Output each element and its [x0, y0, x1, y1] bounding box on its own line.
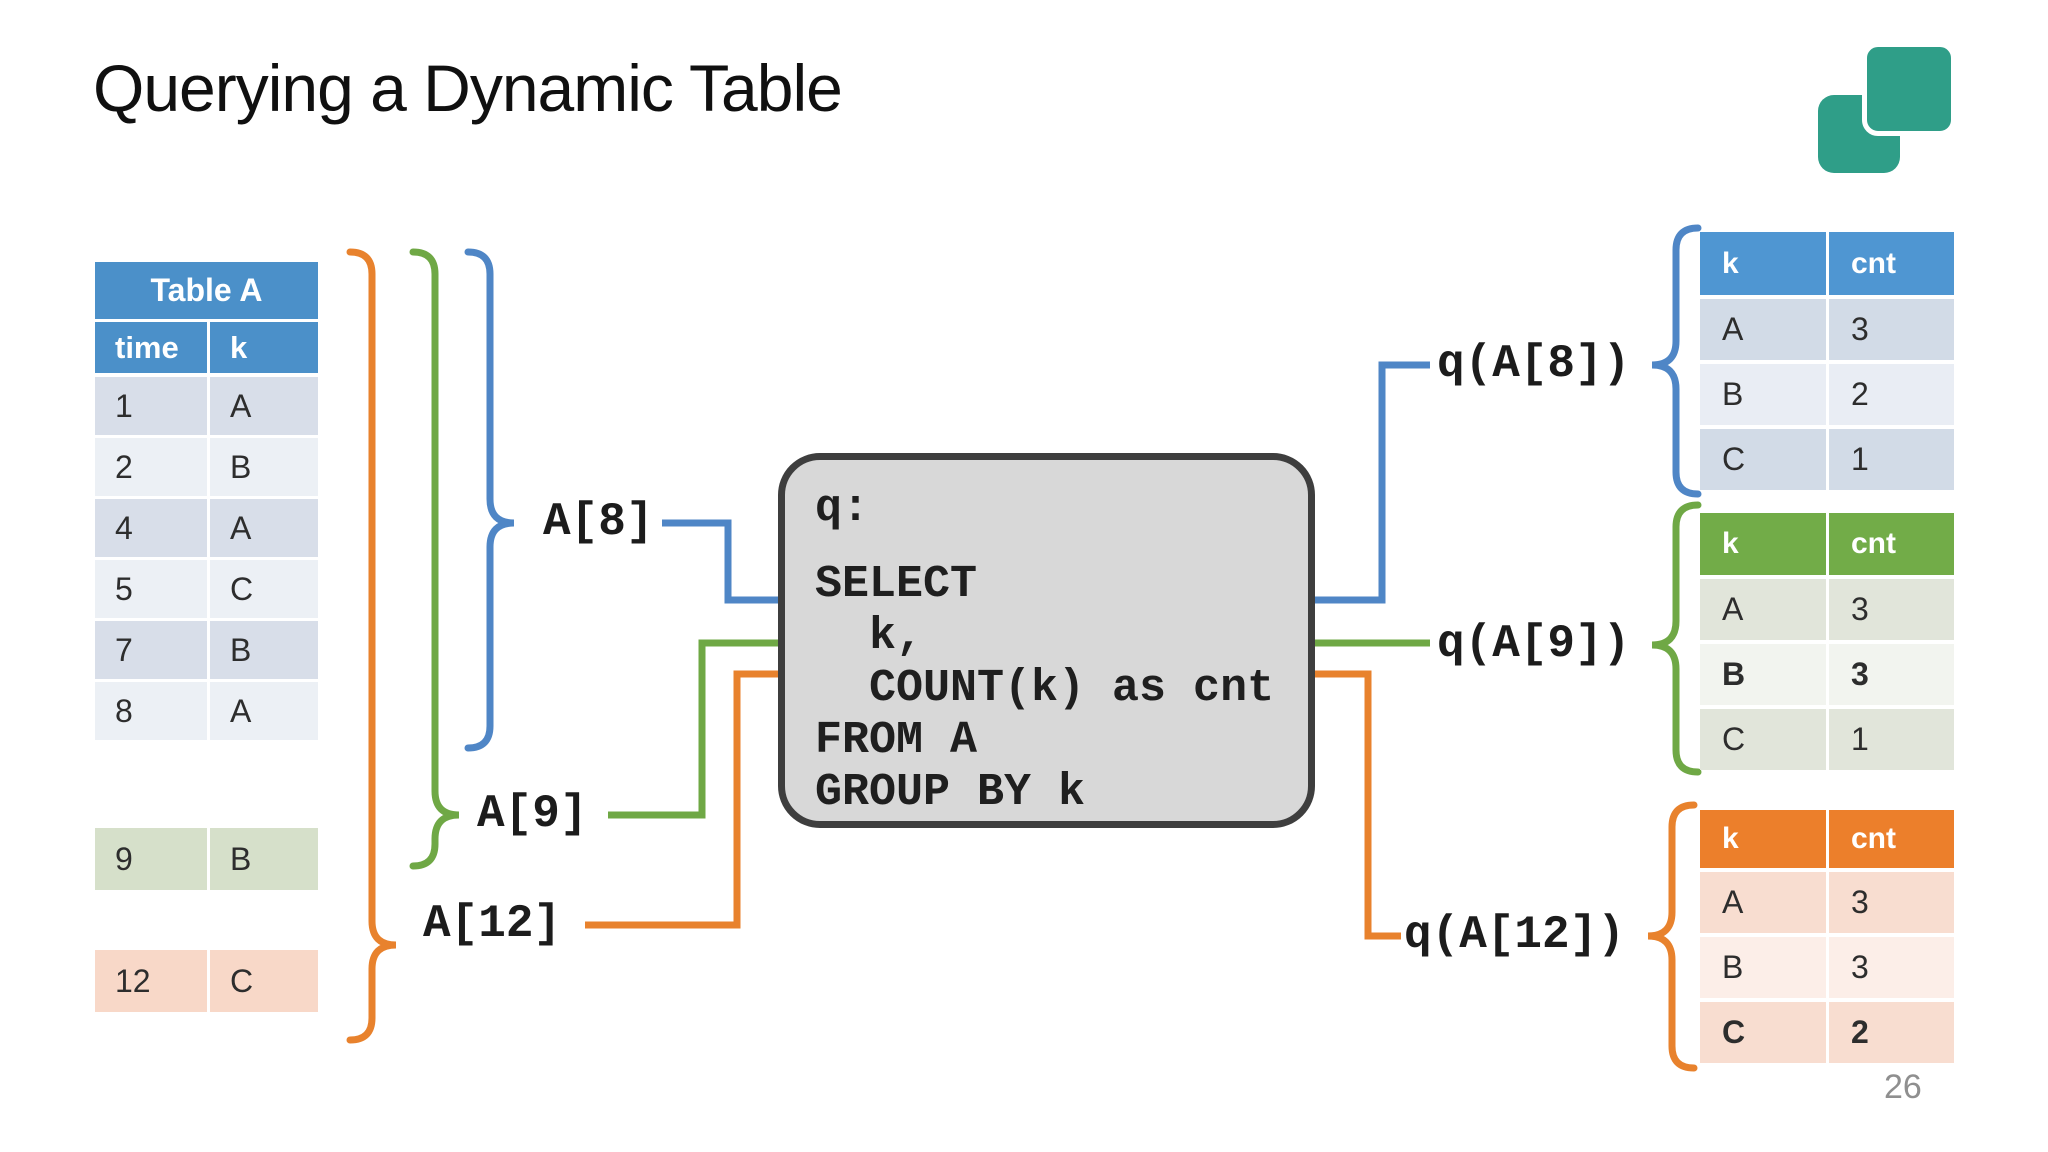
left-brace-orange	[346, 248, 397, 1044]
query-name: q:	[815, 483, 870, 534]
result-table-qa12: k cnt A 3 B 3 C 2	[1700, 810, 1954, 1066]
cell-cnt: 2	[1829, 1002, 1954, 1063]
sql-line: SELECT	[815, 559, 978, 610]
cell-k: B	[210, 621, 318, 679]
cell-cnt: 3	[1829, 937, 1954, 998]
sql-line: k,	[815, 611, 924, 662]
table-row: B 3	[1700, 937, 1954, 998]
cell-cnt: 2	[1829, 364, 1954, 425]
header-cnt: cnt	[1829, 232, 1954, 295]
cell-k: A	[1700, 579, 1826, 640]
cell-time: 7	[95, 621, 207, 679]
cell-k: A	[210, 377, 318, 435]
header-k: k	[1700, 810, 1826, 868]
right-brace-blue	[1651, 224, 1702, 498]
sql-line: FROM A	[815, 715, 978, 766]
slide-title: Querying a Dynamic Table	[93, 51, 843, 125]
table-a-header-time: time	[95, 322, 207, 373]
connector-a8-to-query	[662, 519, 779, 604]
cell-k: B	[1700, 644, 1826, 705]
table-a: Table A time k 1 A 2 B 4 A 5 C 7 B 8 A	[95, 262, 318, 743]
cell-k: C	[1700, 429, 1826, 490]
label-a12: A[12]	[423, 898, 562, 950]
header-k: k	[1700, 513, 1826, 575]
result-header-row: k cnt	[1700, 810, 1954, 868]
header-cnt: cnt	[1829, 810, 1954, 868]
table-row: 5 C	[95, 560, 318, 618]
left-brace-blue	[464, 248, 515, 752]
table-row: 2 B	[95, 438, 318, 496]
label-qa8: q(A[8])	[1437, 338, 1631, 390]
table-a-title: Table A	[95, 262, 318, 319]
cell-cnt: 3	[1829, 644, 1954, 705]
cell-k: C	[210, 560, 318, 618]
result-table-qa8: k cnt A 3 B 2 C 1	[1700, 232, 1954, 493]
cell-k: B	[210, 438, 318, 496]
table-a-appended-row-9: 9 B	[95, 828, 318, 890]
label-qa9: q(A[9])	[1437, 618, 1631, 670]
cell-k: C	[1700, 709, 1826, 770]
connector-query-to-qa8	[1313, 361, 1430, 604]
table-row: B 2	[1700, 364, 1954, 425]
cell-cnt: 3	[1829, 872, 1954, 933]
table-row: 4 A	[95, 499, 318, 557]
cell-time: 2	[95, 438, 207, 496]
cell-time: 12	[95, 950, 207, 1012]
cell-k: A	[210, 682, 318, 740]
table-a-header-k: k	[210, 322, 318, 373]
cell-cnt: 1	[1829, 429, 1954, 490]
table-a-header-row: time k	[95, 322, 318, 373]
label-qa12: q(A[12])	[1404, 909, 1625, 961]
table-row: A 3	[1700, 579, 1954, 640]
cell-time: 8	[95, 682, 207, 740]
table-row-updated: C 2	[1700, 1002, 1954, 1063]
header-cnt: cnt	[1829, 513, 1954, 575]
sql-line: COUNT(k) as cnt	[815, 663, 1275, 714]
cell-time: 9	[95, 828, 207, 890]
table-row: C 1	[1700, 429, 1954, 490]
logo-square-front-icon	[1862, 42, 1956, 136]
result-header-row: k cnt	[1700, 513, 1954, 575]
page-number: 26	[1884, 1068, 1922, 1106]
sql-line: GROUP BY k	[815, 767, 1086, 818]
query-sql: SELECT k, COUNT(k) as cnt FROM A GROUP B…	[815, 559, 1274, 819]
right-brace-green	[1651, 501, 1702, 776]
label-a9: A[9]	[477, 788, 588, 840]
right-brace-orange	[1647, 801, 1698, 1072]
cell-k: B	[1700, 364, 1826, 425]
connector-a9-to-query	[608, 639, 779, 819]
header-k: k	[1700, 232, 1826, 295]
cell-cnt: 3	[1829, 579, 1954, 640]
cell-time: 5	[95, 560, 207, 618]
cell-time: 1	[95, 377, 207, 435]
result-table-qa9: k cnt A 3 B 3 C 1	[1700, 513, 1954, 773]
left-brace-green	[409, 248, 460, 870]
connector-a12-to-query	[585, 670, 779, 929]
table-row-updated: B 3	[1700, 644, 1954, 705]
result-header-row: k cnt	[1700, 232, 1954, 295]
cell-k: A	[1700, 299, 1826, 360]
cell-k: B	[1700, 937, 1826, 998]
table-row: A 3	[1700, 299, 1954, 360]
cell-k: A	[210, 499, 318, 557]
cell-k: C	[210, 950, 318, 1012]
cell-k: A	[1700, 872, 1826, 933]
table-row: C 1	[1700, 709, 1954, 770]
cell-k: B	[210, 828, 318, 890]
cell-cnt: 1	[1829, 709, 1954, 770]
label-a8: A[8]	[543, 496, 654, 548]
query-box: q: SELECT k, COUNT(k) as cnt FROM A GROU…	[778, 453, 1315, 828]
cell-cnt: 3	[1829, 299, 1954, 360]
cell-time: 4	[95, 499, 207, 557]
table-row: 8 A	[95, 682, 318, 740]
cell-k: C	[1700, 1002, 1826, 1063]
table-row: 7 B	[95, 621, 318, 679]
connector-query-to-qa12	[1313, 670, 1401, 940]
table-row: 1 A	[95, 377, 318, 435]
table-row: A 3	[1700, 872, 1954, 933]
table-a-appended-row-12: 12 C	[95, 950, 318, 1012]
